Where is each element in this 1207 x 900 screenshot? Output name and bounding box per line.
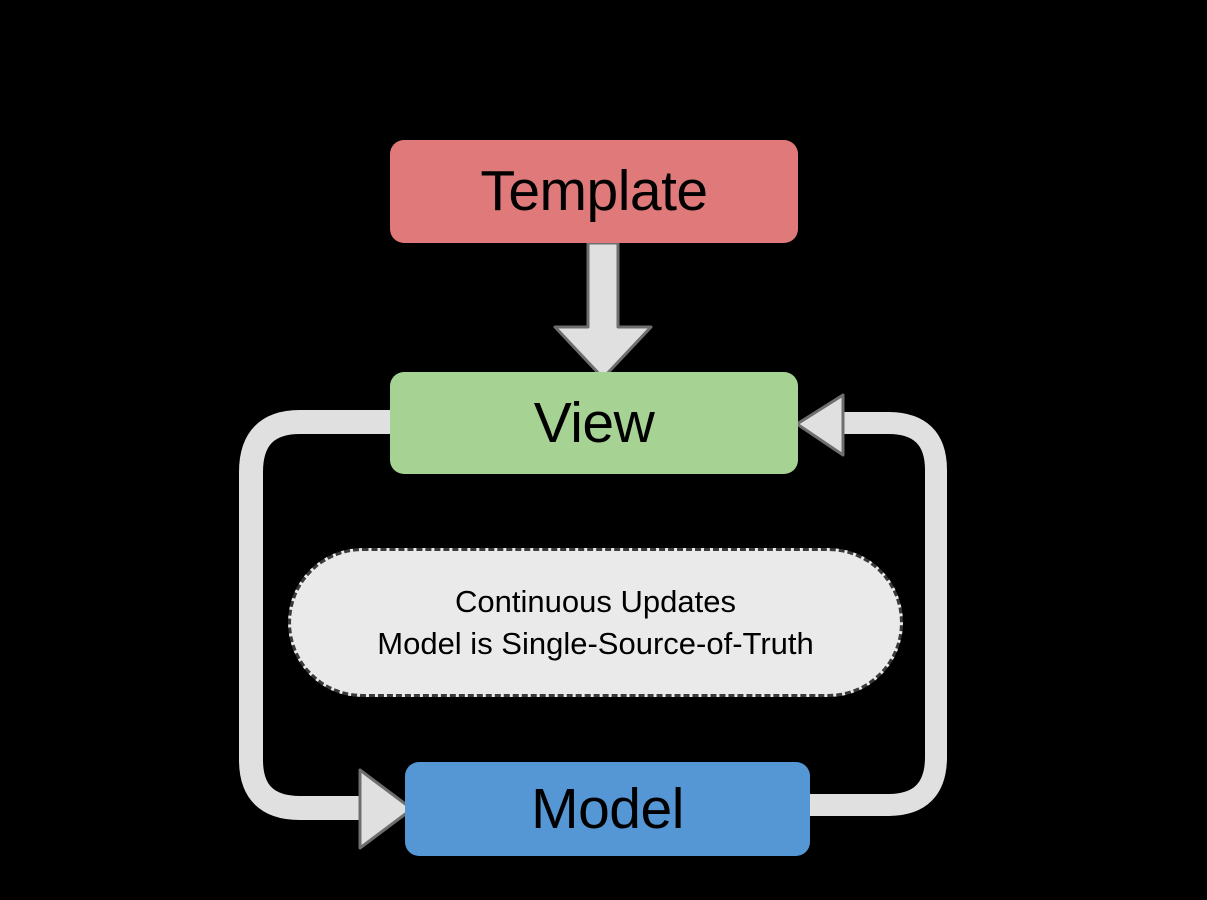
arrowhead-into-view-icon bbox=[795, 393, 845, 457]
loop-line-right bbox=[808, 412, 947, 816]
note-line-2: Model is Single-Source-of-Truth bbox=[377, 625, 814, 661]
note-continuous-updates: Continuous Updates Model is Single-Sourc… bbox=[288, 548, 903, 697]
node-view-label: View bbox=[533, 390, 655, 455]
arrowhead-into-model-icon bbox=[358, 768, 414, 850]
node-model-label: Model bbox=[531, 776, 684, 841]
connector-model-to-view bbox=[795, 393, 947, 816]
loop-line-left bbox=[239, 410, 392, 820]
node-template-label: Template bbox=[480, 159, 708, 223]
node-template[interactable]: Template bbox=[390, 140, 798, 243]
connector-template-to-view bbox=[553, 241, 653, 380]
node-model[interactable]: Model bbox=[405, 762, 810, 856]
node-view[interactable]: View bbox=[390, 372, 798, 474]
block-arrow-down-icon bbox=[553, 241, 653, 380]
note-line-1: Continuous Updates bbox=[455, 583, 736, 619]
connector-view-to-model bbox=[239, 410, 414, 850]
